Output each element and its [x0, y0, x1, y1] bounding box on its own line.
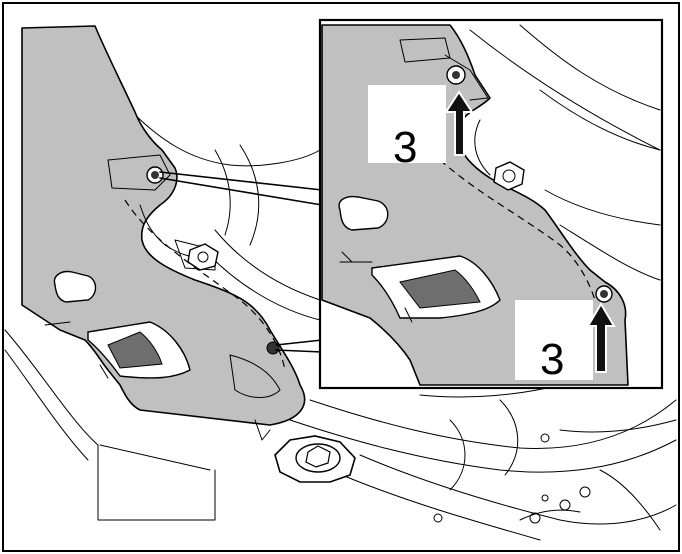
- leader-lines: [159, 171, 323, 353]
- panel-edge-detail: [107, 154, 171, 191]
- bolt-icon: [493, 161, 525, 191]
- bolt-icon: [187, 243, 219, 271]
- callout-lower-box: [515, 300, 593, 380]
- detail-inset: 3 3: [318, 18, 664, 390]
- callout-upper-label: 3: [393, 123, 417, 172]
- callout-lower-label: 3: [540, 335, 564, 384]
- panel-slot: [53, 270, 97, 303]
- main-view: [4, 25, 677, 541]
- bolt-icon: [146, 166, 164, 184]
- inset-panel-slot: [338, 195, 389, 231]
- up-arrow-icon: [444, 90, 474, 156]
- under-cover-panel: [21, 25, 306, 426]
- callout-upper-box: [368, 85, 446, 163]
- up-arrow-icon: [586, 302, 616, 373]
- bolt-icon: [446, 65, 466, 85]
- inset-fold-line: [439, 159, 596, 301]
- bolt-icon: [595, 285, 613, 303]
- bolt-icon: [266, 341, 280, 355]
- underbody-lines: [4, 329, 677, 541]
- grommet-icon: [274, 435, 356, 483]
